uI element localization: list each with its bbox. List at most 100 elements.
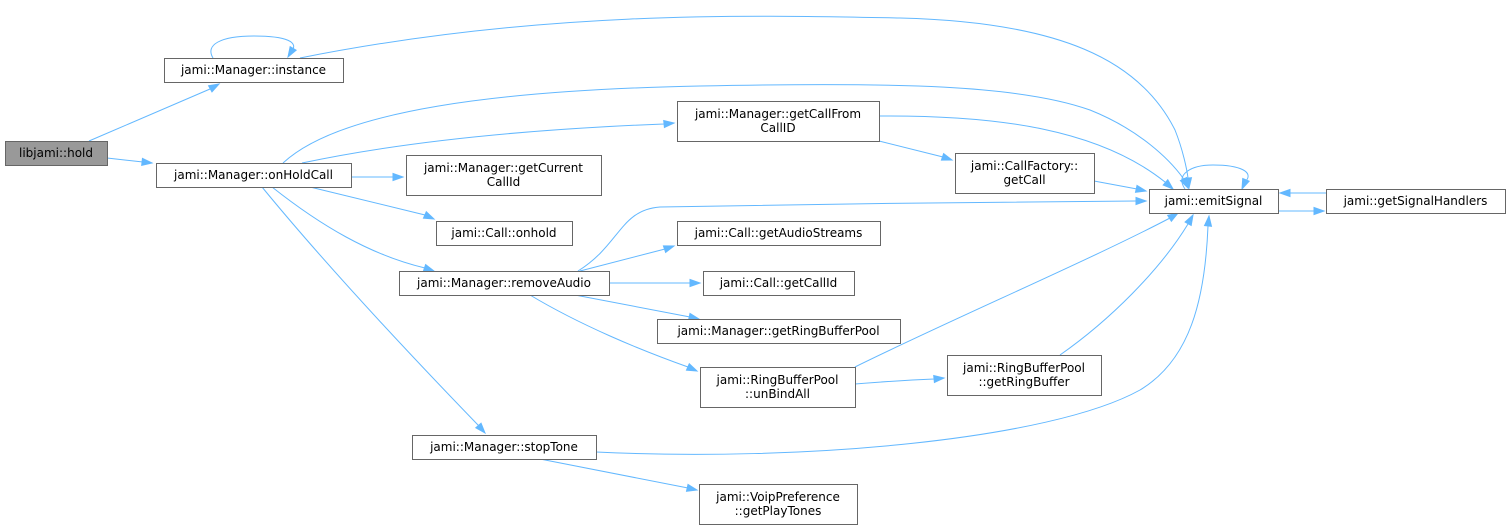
node-label: jami::Manager::onHoldCall [173, 168, 333, 182]
node-label: jami::VoipPreference [715, 490, 840, 504]
edge-line [574, 294, 692, 318]
arrowhead [933, 374, 946, 384]
node-box [699, 484, 858, 525]
node-box [406, 155, 602, 196]
edge-emitSignal-to-emitSignal [1181, 164, 1251, 191]
edge-line [1181, 164, 1249, 190]
node-getAudioStreams[interactable]: jami::Call::getAudioStreams [677, 221, 881, 246]
node-instance[interactable]: jami::Manager::instance [164, 58, 344, 83]
arrowhead [287, 45, 298, 59]
node-label: jami::getSignalHandlers [1343, 194, 1488, 208]
node-box [657, 319, 901, 344]
node-label: jami::RingBufferPool [716, 373, 839, 387]
arrowhead [1313, 206, 1326, 216]
edge-getCallFromCallID-to-emitSignal [878, 115, 1175, 190]
node-label: jami::Manager::getCallFrom [694, 107, 861, 121]
arrowhead [685, 483, 699, 492]
node-getPlayTones[interactable]: jami::VoipPreference::getPlayTones [699, 484, 858, 525]
node-label: ::getRingBuffer [978, 375, 1069, 389]
edge-getSignalHandlers-to-emitSignal [1278, 188, 1326, 198]
node-label: jami::Call::getCallId [719, 276, 838, 290]
arrowhead [1241, 177, 1251, 191]
arrowhead [689, 278, 702, 288]
node-unBindAll[interactable]: jami::RingBufferPool::unBindAll [700, 367, 856, 408]
edge-line [539, 458, 690, 489]
arrowhead [1134, 184, 1148, 193]
edge-line [301, 123, 667, 164]
node-label: jami::emitSignal [1164, 194, 1263, 208]
arrowhead [422, 210, 436, 220]
edge-removeAudio-to-getCallId [609, 278, 702, 288]
arrowhead [663, 119, 676, 129]
node-getRingBufferPool[interactable]: jami::Manager::getRingBufferPool [657, 319, 901, 344]
node-emitSignal[interactable]: jami::emitSignal [1149, 189, 1279, 214]
node-stopTone[interactable]: jami::Manager::stopTone [412, 435, 597, 460]
arrowhead [685, 362, 699, 372]
edge-line [88, 87, 213, 142]
arrowhead [1162, 178, 1175, 190]
edge-onHoldCall-to-emitSignal [282, 84, 1189, 190]
edge-removeAudio-to-unBindAll [529, 294, 699, 372]
edge-getCall-to-emitSignal [1093, 180, 1148, 193]
node-removeAudio[interactable]: jami::Manager::removeAudio [399, 271, 610, 296]
node-box [1149, 189, 1279, 214]
node-box [164, 58, 344, 83]
node-label: CallID [760, 121, 795, 135]
node-label: ::unBindAll [745, 387, 810, 401]
edge-line [878, 140, 945, 158]
edge-getRingBuffer-to-emitSignal [1059, 213, 1194, 356]
arrowhead [940, 152, 954, 161]
node-label: jami::Manager::stopTone [429, 440, 578, 454]
node-box [412, 435, 597, 460]
node-box [1326, 189, 1506, 214]
edge-stopTone-to-getPlayTones [539, 458, 699, 492]
node-callOnhold[interactable]: jami::Call::onhold [436, 221, 573, 246]
node-onHoldCall[interactable]: jami::Manager::onHoldCall [156, 163, 352, 188]
edge-onHoldCall-to-getCurrentCallId [351, 172, 405, 182]
node-getRingBuffer[interactable]: jami::RingBufferPool::getRingBuffer [947, 355, 1102, 396]
arrowhead [1135, 196, 1148, 206]
node-label: ::getPlayTones [735, 504, 822, 518]
arrowhead [141, 157, 154, 167]
node-label: jami::CallFactory:: [970, 159, 1078, 173]
node-box [399, 271, 610, 296]
node-box [955, 153, 1095, 194]
edge-line [299, 15, 1189, 181]
node-box [5, 141, 108, 166]
edge-getCallFromCallID-to-getCall [878, 140, 954, 161]
edges-layer [88, 15, 1326, 492]
edge-line [577, 200, 1138, 272]
node-box [677, 221, 881, 246]
edge-line [106, 157, 145, 163]
edge-onHoldCall-to-getCallFromCallID [301, 119, 676, 164]
node-label: getCall [1003, 173, 1045, 187]
arrowhead [1203, 214, 1213, 227]
node-label: libjami::hold [19, 146, 93, 160]
node-box [947, 355, 1102, 396]
edge-line [854, 216, 1172, 368]
edge-removeAudio-to-emitSignal [577, 196, 1148, 272]
edge-line [595, 223, 1209, 455]
node-hold[interactable]: libjami::hold [5, 141, 108, 166]
node-label: jami::Call::onhold [450, 226, 556, 240]
edge-line [1059, 221, 1190, 356]
node-box [703, 271, 855, 296]
node-getCallId[interactable]: jami::Call::getCallId [703, 271, 855, 296]
edge-line [282, 84, 1185, 182]
edge-removeAudio-to-getRingBufferPool [574, 294, 701, 321]
edge-line [261, 186, 481, 428]
nodes-layer: libjami::hold jami::Manager::instancejami… [5, 58, 1506, 525]
edge-line [210, 35, 295, 59]
edge-stopTone-to-emitSignal [595, 214, 1213, 455]
arrowhead [1166, 212, 1180, 223]
edge-line [271, 186, 427, 269]
edge-unBindAll-to-emitSignal [854, 212, 1180, 368]
arrowhead [207, 83, 221, 93]
edge-removeAudio-to-getAudioStreams [579, 245, 676, 272]
node-getCall[interactable]: jami::CallFactory::getCall [955, 153, 1095, 194]
node-getSignalHandlers[interactable]: jami::getSignalHandlers [1326, 189, 1506, 214]
node-label: jami::RingBufferPool [962, 361, 1085, 375]
